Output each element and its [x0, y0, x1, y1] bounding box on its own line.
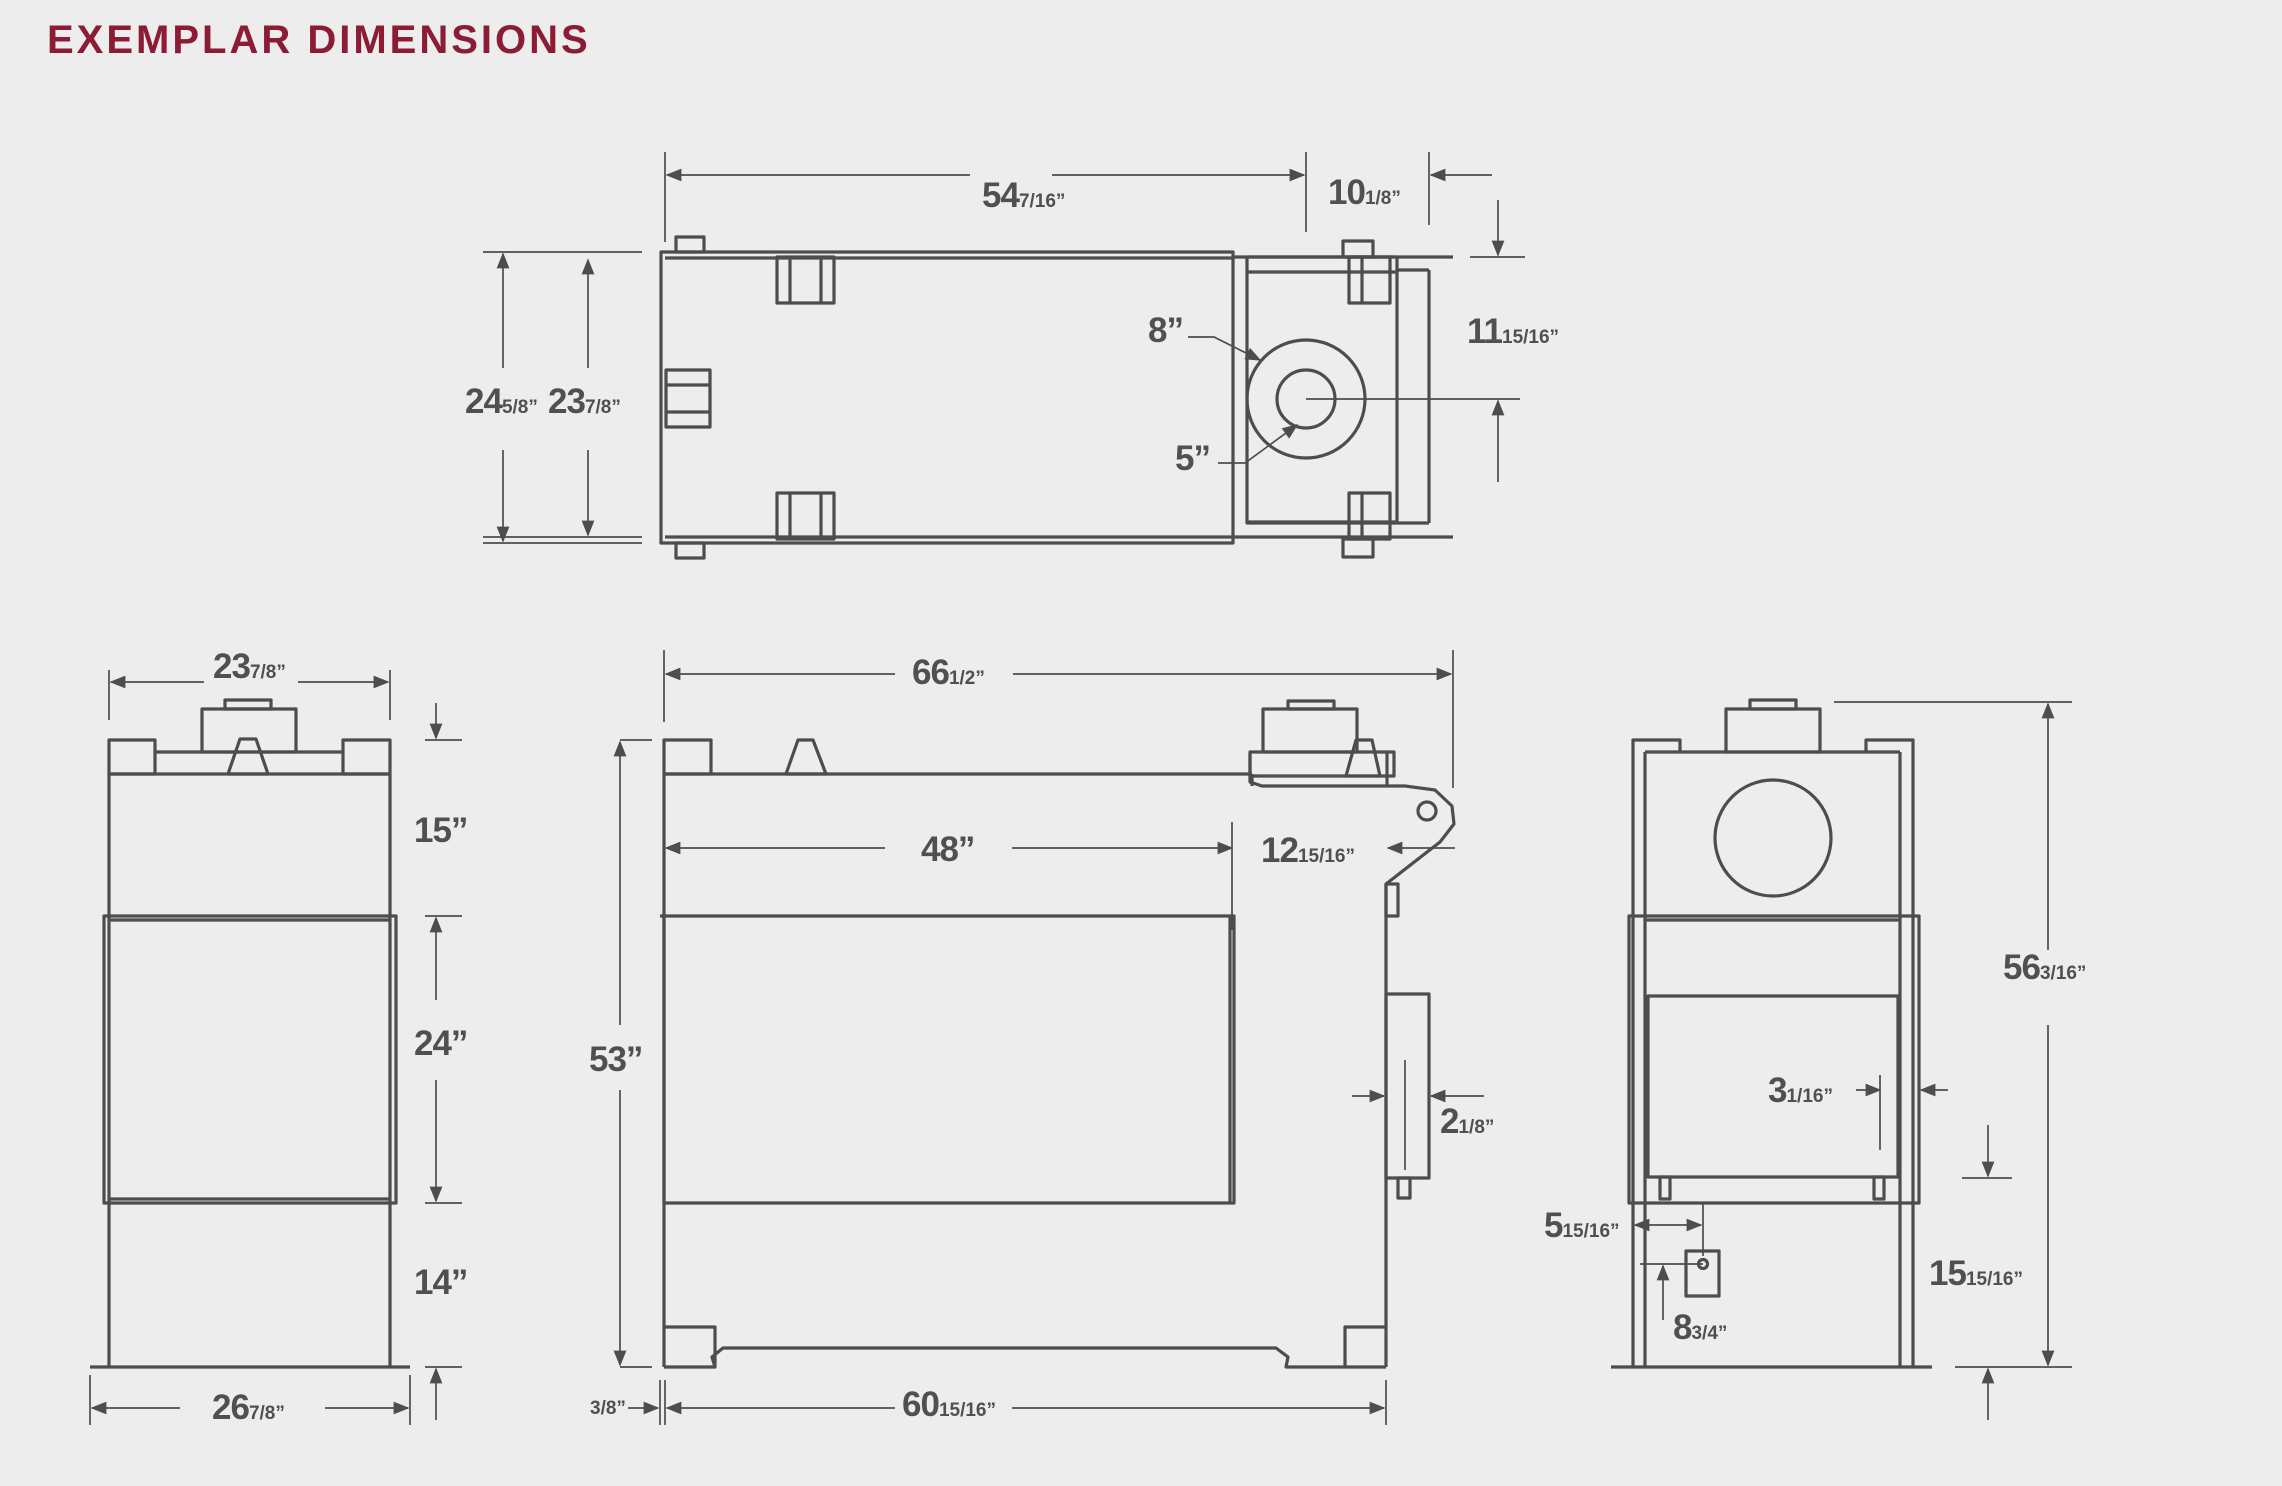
svg-text:1515/16”: 1515/16”: [1929, 1254, 2023, 1293]
panel-height-fraction: 15/16”: [1966, 1269, 2023, 1290]
side-view-body: [660, 699, 1456, 1369]
side-offset-fraction: 1/16”: [1786, 1086, 1832, 1107]
inlet-height-value: 8: [1673, 1308, 1692, 1347]
base-length-fraction: 15/16”: [939, 1400, 996, 1421]
rear-depth-value: 10: [1328, 173, 1365, 212]
svg-text:1215/16”: 1215/16”: [1261, 831, 1355, 870]
svg-text:547/16”: 547/16”: [982, 176, 1065, 215]
rear-height-fraction: 3/16”: [2040, 963, 2086, 984]
top-view: 547/16” 101/8” 1115/16” 245/8” 237/8” 8”…: [465, 152, 1559, 560]
page-title: EXEMPLAR DIMENSIONS: [47, 18, 591, 62]
svg-text:21/8”: 21/8”: [1440, 1102, 1494, 1141]
panel-height-value: 15: [1929, 1254, 1966, 1293]
opening-width-label: 48”: [921, 830, 974, 869]
svg-text:563/16”: 563/16”: [2003, 948, 2086, 987]
side-length-fraction: 1/2”: [949, 668, 985, 689]
top-width-value: 23: [213, 647, 250, 686]
side-view: 661/2” 48” 1215/16” 53” 21/8” 3/8” 6015/…: [589, 650, 1494, 1425]
base-width-value: 26: [212, 1388, 249, 1427]
svg-text:661/2”: 661/2”: [912, 653, 985, 692]
svg-text:515/16”: 515/16”: [1544, 1206, 1620, 1245]
front-view-body: [90, 698, 410, 1369]
svg-text:237/8”: 237/8”: [213, 647, 286, 686]
inner-flue-label: 5”: [1175, 439, 1210, 478]
rear-offset-value: 12: [1261, 831, 1298, 870]
base-width-fraction: 7/8”: [249, 1403, 285, 1424]
inlet-height-fraction: 3/4”: [1691, 1323, 1727, 1344]
side-length-value: 66: [912, 653, 949, 692]
base-height-label: 14”: [414, 1263, 467, 1302]
inner-width-fraction: 7/8”: [585, 397, 621, 418]
base-length-value: 60: [902, 1385, 939, 1424]
opening-height-label: 24”: [414, 1024, 467, 1063]
svg-text:237/8”: 237/8”: [548, 382, 621, 421]
inlet-offset-fraction: 15/16”: [1562, 1221, 1619, 1242]
box-depth-value: 2: [1440, 1102, 1459, 1141]
svg-text:245/8”: 245/8”: [465, 382, 538, 421]
outer-width-value: 24: [465, 382, 503, 421]
rear-height-value: 56: [2003, 948, 2040, 987]
overall-length-fraction: 7/16”: [1019, 191, 1065, 212]
inner-width-value: 23: [548, 382, 585, 421]
svg-text:267/8”: 267/8”: [212, 1388, 285, 1427]
rear-offset-fraction: 15/16”: [1298, 846, 1355, 867]
side-offset-value: 3: [1768, 1071, 1787, 1110]
outer-width-fraction: 5/8”: [502, 397, 538, 418]
box-depth-fraction: 1/8”: [1458, 1117, 1494, 1138]
front-view: 237/8” 15” 24” 14” 267/8”: [89, 647, 468, 1427]
inlet-offset-value: 5: [1544, 1206, 1563, 1245]
rear-depth-fraction: 1/8”: [1365, 188, 1401, 209]
overall-length-value: 54: [982, 176, 1020, 215]
top-width-fraction: 7/8”: [250, 662, 286, 683]
svg-text:31/16”: 31/16”: [1768, 1071, 1833, 1110]
flue-offset-fraction: 15/16”: [1502, 327, 1559, 348]
svg-text:83/4”: 83/4”: [1673, 1308, 1727, 1347]
top-view-body: [659, 235, 1453, 560]
flue-offset-value: 11: [1467, 312, 1503, 351]
outer-flue-label: 8”: [1148, 311, 1183, 350]
rear-view: 563/16” 31/16” 515/16” 1515/16” 83/4”: [1544, 698, 2086, 1420]
svg-text:6015/16”: 6015/16”: [902, 1385, 996, 1424]
base-offset-label: 3/8”: [590, 1398, 626, 1419]
svg-text:1115/16”: 1115/16”: [1467, 312, 1559, 351]
svg-text:101/8”: 101/8”: [1328, 173, 1401, 212]
upper-height-label: 15”: [414, 811, 467, 850]
rear-view-body: [1611, 698, 1932, 1369]
side-height-label: 53”: [589, 1040, 642, 1079]
